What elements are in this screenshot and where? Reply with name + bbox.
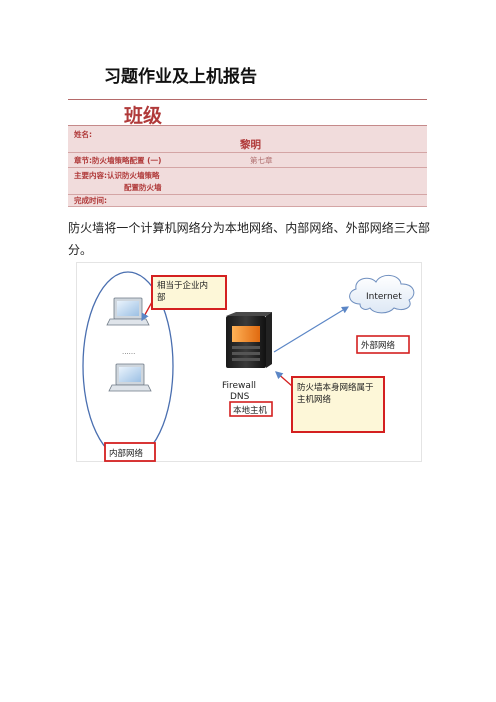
ellipsis-dots: ...... [122, 348, 135, 356]
content-row: 主要内容:认识防火墙策略 配置防火墙 [68, 168, 427, 195]
callout-internal-rel-text: 相当于企业内 部 [157, 280, 211, 303]
laptop-icon [106, 297, 150, 326]
document-title: 习题作业及上机报告 [104, 67, 257, 87]
internal-network-box [104, 442, 156, 462]
report-header-table: 班级 姓名: 黎明 章节:防火墙策略配置 (一) 第七章 主要内容:认识防火墙策… [68, 99, 427, 207]
chapter-label: 章节:防火墙策略配置 (一) [74, 156, 162, 165]
server-label-dns: DNS [230, 392, 250, 402]
time-row: 完成时间: [68, 195, 427, 207]
name-row: 姓名: 黎明 [68, 126, 427, 153]
name-value: 黎明 [240, 139, 261, 151]
callout-firewall-text: 防火墙本身网络属于 主机网络 [297, 382, 376, 405]
internal-network-label: 内部网络 [109, 448, 144, 459]
network-diagram-svg: ...... 相当于企业内 部 Firewall DNS 本地主机 [76, 262, 422, 462]
internet-cloud-icon: Internet [349, 275, 415, 314]
class-label: 班级 [124, 105, 163, 127]
callout-firewall [291, 376, 385, 433]
chapter-value: 第七章 [250, 156, 273, 165]
server-label-firewall: Firewall [222, 381, 256, 391]
name-label: 姓名: [74, 130, 92, 139]
class-row: 班级 [68, 100, 427, 127]
local-host-label: 本地主机 [233, 405, 268, 416]
content-label-line2: 配置防火墙 [124, 183, 162, 192]
network-diagram: ...... 相当于企业内 部 Firewall DNS 本地主机 [76, 262, 422, 462]
chapter-row: 章节:防火墙策略配置 (一) 第七章 [68, 153, 427, 168]
external-network-label: 外部网络 [361, 340, 396, 351]
server-icon [226, 312, 272, 368]
callout-internal-rel [151, 275, 227, 310]
time-label: 完成时间: [74, 196, 107, 205]
external-network-box [356, 335, 410, 354]
body-paragraph: 防火墙将一个计算机网络分为本地网络、内部网络、外部网络三大部分。 [68, 221, 430, 257]
internet-label: Internet [366, 292, 402, 302]
laptop-icon [108, 363, 152, 392]
content-label-line1: 主要内容:认识防火墙策略 [74, 171, 160, 180]
local-host-box [229, 401, 273, 417]
link-to-internet [273, 306, 350, 353]
